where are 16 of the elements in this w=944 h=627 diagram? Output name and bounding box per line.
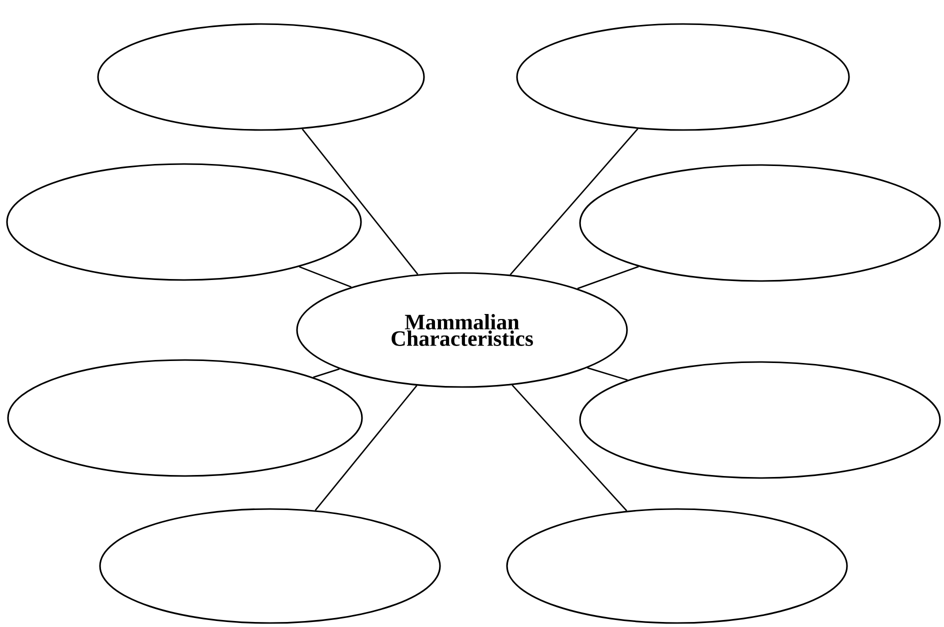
empty-ellipse <box>579 164 941 282</box>
connector-line <box>299 266 352 288</box>
empty-ellipse <box>97 23 425 131</box>
empty-ellipse <box>506 508 848 624</box>
empty-ellipse <box>6 163 362 281</box>
empty-ellipse <box>7 359 363 477</box>
connector-line <box>314 385 418 511</box>
connector-line <box>512 384 628 512</box>
empty-ellipse <box>579 361 941 479</box>
empty-ellipse <box>99 508 441 624</box>
connector-line <box>313 368 340 378</box>
connector-line <box>302 128 418 275</box>
connector-line <box>510 128 638 276</box>
connector-line <box>587 367 628 381</box>
connector-line <box>577 266 639 290</box>
empty-ellipse <box>516 23 850 131</box>
